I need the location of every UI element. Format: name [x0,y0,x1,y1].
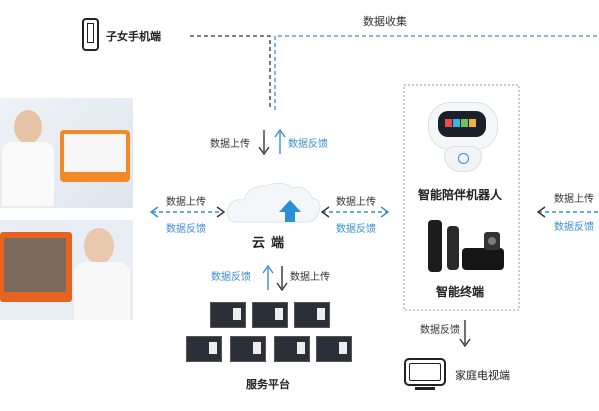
arrow-left-dark [216,206,226,218]
arrow-upload-top-down [258,130,270,156]
feedback-far-right-label: 数据反馈 [554,222,594,233]
arrow-upload-bottom-down [276,266,288,292]
feedback-top-label: 数据反馈 [288,139,328,150]
remote-control-image-2 [447,226,459,270]
service-platform-monitors [186,300,356,372]
upload-left-label: 数据上传 [166,197,206,208]
arrow-feedback-bottom-up [262,264,274,290]
feedback-tv-label: 数据反馈 [420,325,460,336]
arrow-right-pair [320,206,390,218]
phone-label: 子女手机端 [106,30,161,43]
set-top-box-image [462,248,504,270]
smartphone-icon [82,18,99,51]
upload-bottom-label: 数据上传 [290,272,330,283]
arrow-left-blue [149,206,220,218]
cloud-label: 云端 [252,236,291,251]
terminal-label: 智能终端 [436,285,485,299]
nurse-photo [0,220,133,320]
feedback-bottom-label: 数据反馈 [211,272,251,283]
remote-control-image [428,220,442,272]
robot-image [428,102,498,172]
feedback-right-label: 数据反馈 [336,224,376,235]
data-collection-label: 数据收集 [363,15,407,28]
doctor-photo [0,98,133,208]
service-platform-label: 服务平台 [246,378,290,391]
upload-far-right-label: 数据上传 [554,194,594,205]
arrow-far-right-pair [536,206,599,218]
upload-right-label: 数据上传 [336,197,376,208]
robot-label: 智能陪伴机器人 [418,188,503,202]
upload-top-label: 数据上传 [210,139,250,150]
camera-image [484,232,500,250]
cloud-icon [227,182,321,223]
tv-icon [404,358,446,386]
arrow-feedback-tv-down [459,320,471,348]
arrow-feedback-top-up [274,128,286,154]
feedback-left-label: 数据反馈 [166,224,206,235]
tv-stand-icon [415,387,435,390]
family-tv-label: 家庭电视端 [455,369,510,382]
